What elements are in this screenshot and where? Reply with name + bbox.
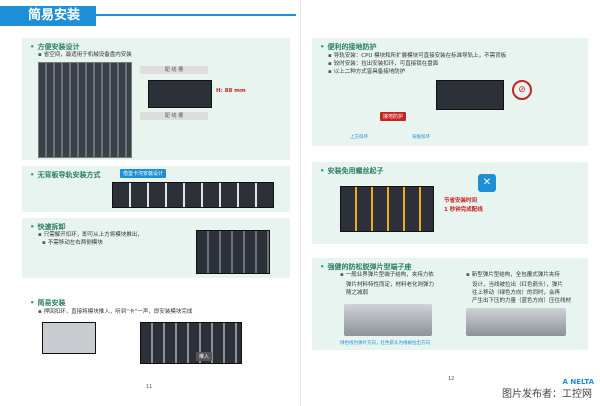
caption-upper-clip: 上方扣环 <box>350 135 368 140</box>
brand-logo: A NELTA <box>562 378 594 386</box>
section-title: 无背板导轨安装方式 <box>30 170 100 180</box>
rail-label-top: 配 线 槽 <box>140 66 208 74</box>
screwdriver-banned-icon: ✕ <box>478 174 496 192</box>
section-title: 简易安装 <box>30 298 65 308</box>
bullet-text: 押回扣环，直接将模块推入，听到“卡”一声，即安装模块完成 <box>38 309 193 316</box>
terminal-diagram-right <box>466 308 566 336</box>
plc-module-image <box>148 80 212 108</box>
wiring-module-image <box>340 186 434 232</box>
bullet-text: 导轨安装：CPU 模块和所扩展模块可直接安装在标准导轨上，不需背板 <box>328 53 506 60</box>
section-title: 快速拆卸 <box>30 222 65 232</box>
terminal-text-left: 随之减弱 <box>346 290 369 296</box>
installed-modules-image <box>140 322 242 364</box>
grounding-tag: 接地防护 <box>380 112 407 121</box>
section-title: 安装免用螺丝起子 <box>320 166 383 176</box>
rail-label-bottom: 配 线 槽 <box>140 112 208 120</box>
bullet-text: 只需解开扣环，即可从上方将模块推出， <box>38 232 143 239</box>
title-underline <box>96 14 296 16</box>
page-number-left: 11 <box>146 384 153 390</box>
module-rail-image <box>112 182 274 208</box>
bullet-text: 省空间，最适用于机械设备盘内安装 <box>38 52 132 59</box>
terminal-text-right: 设计，当线被拉出（红色箭头），弹片 <box>472 282 563 288</box>
cabinet-photo <box>38 62 132 158</box>
terminal-diagram-left <box>344 304 432 336</box>
section-title: 便利的接地防护 <box>320 42 376 52</box>
ground-module-image <box>436 80 504 110</box>
bullet-text: 较时安装：拉出安装扣环，可直接锁在盘面 <box>328 61 439 68</box>
removal-image <box>196 230 270 274</box>
terminal-text-left: 一般业界弹片型端子结构，夹持力依 <box>340 272 434 279</box>
section-title: 方便安装设计 <box>30 42 79 52</box>
terminal-caption: 绿色线为弹片方向，红色箭头为线被拉出方向 <box>340 341 430 346</box>
note-line-1: 节省安装时间 <box>444 198 478 204</box>
push-in-caption: 推入 <box>196 352 213 361</box>
section-title: 强健的防松脱弹片型端子座 <box>320 262 411 272</box>
no-screw-icon: ⊘ <box>512 80 532 100</box>
note-line-2: 1 秒钟完成配线 <box>444 207 483 213</box>
page-title: 简易安装 <box>0 6 96 26</box>
bullet-text: 以上二种方式皆具备接地防护 <box>328 69 406 76</box>
hand-install-image <box>42 322 96 354</box>
bullet-text: 不需移动左右两侧模块 <box>42 240 103 247</box>
terminal-text-right: 产生出下压的力量（蓝色方向）压住线材 <box>472 298 572 304</box>
terminal-text-right: 往上移动（绿色方向）的同时，会再 <box>472 290 561 296</box>
height-dimension: H: 88 mm <box>216 88 246 94</box>
terminal-text-right: 新型弹片型结构，全包覆式弹片夹持 <box>466 272 560 279</box>
terminal-text-left: 弹片材料特性而定，材料老化则弹力 <box>346 282 435 288</box>
page-divider <box>300 0 301 406</box>
design-tag: 借鉴卡沟安装设计 <box>120 169 167 178</box>
caption-rear-clip: 背脱扣环 <box>412 135 430 140</box>
watermark: 图片发布者：工控网 <box>502 389 592 400</box>
page-number-right: 12 <box>448 376 455 382</box>
